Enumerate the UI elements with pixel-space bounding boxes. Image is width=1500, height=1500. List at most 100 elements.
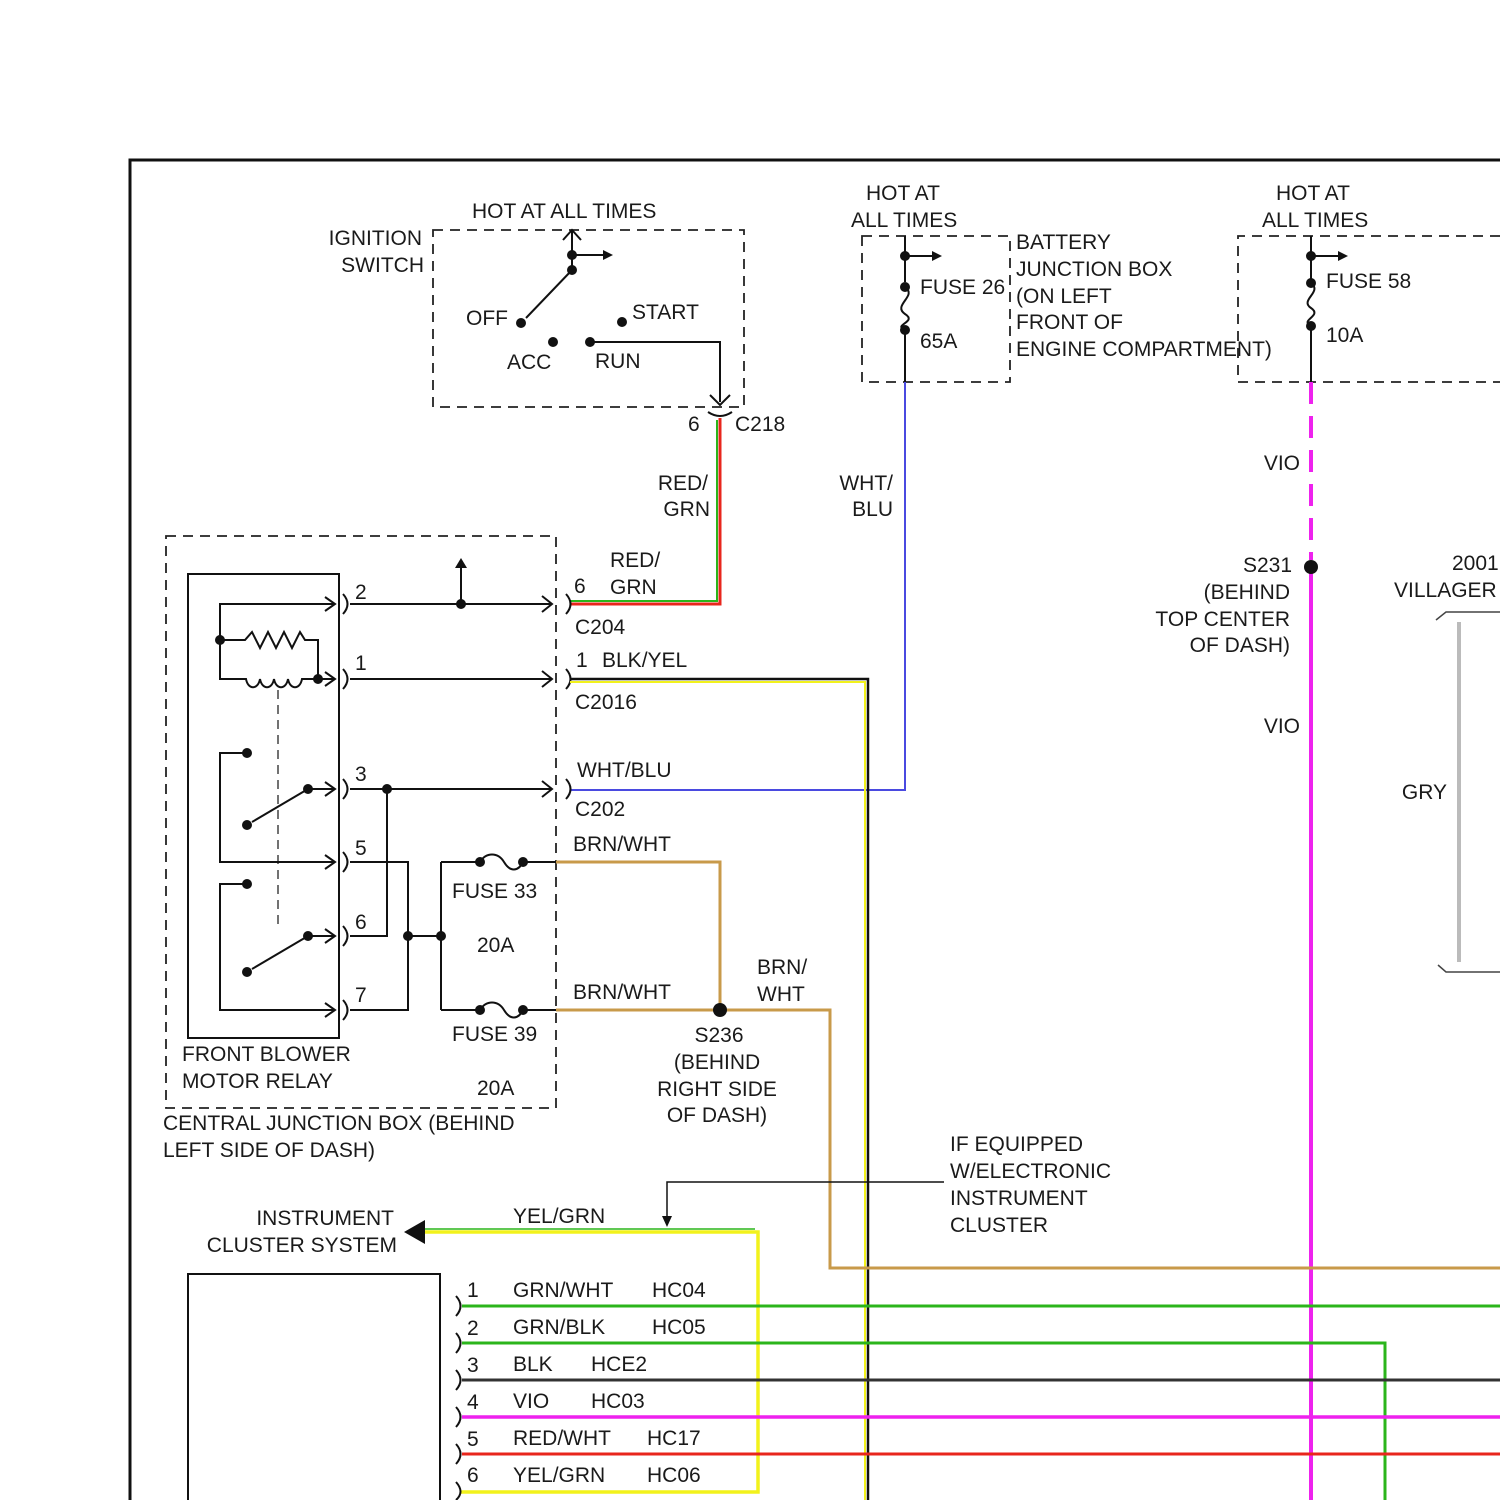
note-line2: W/ELECTRONIC: [950, 1160, 1111, 1183]
fuse58-amp: 10A: [1326, 324, 1363, 347]
bjb-name-line4: FRONT OF: [1016, 311, 1123, 334]
ignition-name-line2: SWITCH: [341, 254, 424, 277]
c202-wire: WHT/BLU: [577, 759, 672, 782]
bottom-connector-row-3: 3 BLK HCE2: [467, 1353, 647, 1377]
yel-grn-label: YEL/GRN: [513, 1205, 605, 1228]
wht-blu-label-1: WHT/: [839, 472, 893, 495]
relay-name-line2: MOTOR RELAY: [182, 1070, 333, 1093]
gry-label: GRY: [1402, 781, 1447, 804]
s231-loc-1: (BEHIND: [1204, 581, 1290, 604]
brn-wht-label-2: WHT: [757, 983, 805, 1006]
row-circuit: HC03: [591, 1390, 645, 1413]
s231-loc-2: TOP CENTER: [1155, 608, 1290, 631]
fuse58-symbol: [1306, 236, 1348, 382]
fuse39-amp: 20A: [477, 1077, 514, 1100]
ignition-start-label: START: [632, 301, 699, 324]
fuse26-amp: 65A: [920, 330, 957, 353]
bjb-hot-line2: ALL TIMES: [851, 209, 957, 232]
fuse58-hot-line2: ALL TIMES: [1262, 209, 1368, 232]
fuse33-amp: 20A: [477, 934, 514, 957]
fuse26-symbol: [900, 236, 942, 382]
ignition-off-label: OFF: [466, 307, 508, 330]
note-line1: IF EQUIPPED: [950, 1133, 1083, 1156]
fuse39-label: FUSE 39: [452, 1023, 537, 1046]
row-circuit: HC04: [652, 1279, 706, 1302]
row-wire: VIO: [513, 1390, 549, 1413]
cluster-line2: CLUSTER SYSTEM: [207, 1234, 397, 1257]
row-pin: 1: [467, 1279, 479, 1302]
bottom-connector-row-6: 6 YEL/GRN HC06: [467, 1464, 701, 1487]
row-circuit: HCE2: [591, 1353, 647, 1376]
cluster-arrow: [404, 1220, 425, 1244]
row-wire: GRN/BLK: [513, 1316, 605, 1339]
bjb-name-line1: BATTERY: [1016, 231, 1111, 254]
ignition-acc-label: ACC: [507, 351, 551, 374]
model-name: VILLAGER: [1394, 579, 1497, 602]
fuse58-box: [1238, 236, 1500, 382]
model-year: 2001: [1452, 552, 1499, 575]
c2016-label: C2016: [575, 691, 637, 714]
row-wire: RED/WHT: [513, 1427, 611, 1450]
c2016-pin: 1: [576, 649, 588, 672]
relay-name-line1: FRONT BLOWER: [182, 1043, 351, 1066]
ignition-name-line1: IGNITION: [329, 227, 422, 250]
row-circuit: HC17: [647, 1427, 701, 1450]
fuse58-label: FUSE 58: [1326, 270, 1411, 293]
bottom-module-box: [188, 1274, 440, 1500]
bottom-connector-brackets: [456, 1296, 461, 1500]
s231-splice: [1304, 560, 1318, 574]
bjb-name-line2: JUNCTION BOX: [1016, 258, 1172, 281]
note-line4: CLUSTER: [950, 1214, 1048, 1237]
row-circuit: HC06: [647, 1464, 701, 1487]
brn-wht-label-1: BRN/: [757, 956, 807, 979]
fuse58-hot-line1: HOT AT: [1276, 182, 1350, 205]
relay-pin-6: 6: [355, 911, 367, 934]
front-blower-relay-box: [188, 574, 339, 1038]
red-grn-label-2: GRN: [663, 498, 710, 521]
c2016-wire: BLK/YEL: [602, 649, 687, 672]
relay-pin-2: 2: [355, 581, 367, 604]
c202-label: C202: [575, 798, 625, 821]
s236-splice: [713, 1003, 727, 1017]
row-circuit: HC05: [652, 1316, 706, 1339]
bjb-name-line5: ENGINE COMPARTMENT): [1016, 338, 1272, 361]
s236-label: S236: [694, 1024, 743, 1047]
bjb-hot-line1: HOT AT: [866, 182, 940, 205]
c218-label: C218: [735, 413, 785, 436]
row-pin: 2: [467, 1317, 479, 1340]
cjb-name-line1: CENTRAL JUNCTION BOX (BEHIND: [163, 1112, 515, 1135]
relay-pin-3: 3: [355, 763, 367, 786]
fuse33-label: FUSE 33: [452, 880, 537, 903]
cjb-internal-wiring: [350, 558, 571, 1018]
cjb-name-line2: LEFT SIDE OF DASH): [163, 1139, 375, 1162]
wht-blu-label-2: BLU: [852, 498, 893, 521]
row-wire: YEL/GRN: [513, 1464, 605, 1487]
vio-label-2: VIO: [1264, 715, 1300, 738]
note-leader: [667, 1182, 944, 1220]
c204-wire-2: GRN: [610, 576, 657, 599]
fuse39-wire: BRN/WHT: [573, 981, 671, 1004]
bjb-name-line3: (ON LEFT: [1016, 285, 1112, 308]
bottom-connector-row-1: 1 GRN/WHT HC04: [467, 1279, 706, 1302]
row-pin: 3: [467, 1354, 479, 1377]
row-wire: GRN/WHT: [513, 1279, 613, 1302]
ignition-run-label: RUN: [595, 350, 641, 373]
c204-label: C204: [575, 616, 626, 639]
vio-label-1: VIO: [1264, 452, 1300, 475]
s236-loc-3: OF DASH): [667, 1104, 767, 1127]
model-bracket: [1436, 612, 1500, 620]
fuse26-label: FUSE 26: [920, 276, 1005, 299]
relay-pin-1: 1: [355, 652, 367, 675]
note-line3: INSTRUMENT: [950, 1187, 1088, 1210]
relay-pin-7: 7: [355, 984, 367, 1007]
c204-wire-1: RED/: [610, 549, 660, 572]
row-pin: 4: [467, 1391, 479, 1414]
bottom-connector-row-2: 2 GRN/BLK HC05: [467, 1316, 706, 1340]
ignition-hot-label: HOT AT ALL TIMES: [472, 200, 656, 223]
red-grn-label-1: RED/: [658, 472, 708, 495]
relay-pin-5: 5: [355, 837, 367, 860]
model-bracket-bottom: [1438, 965, 1500, 972]
s231-loc-3: OF DASH): [1190, 634, 1290, 657]
relay-connector-pins: [343, 594, 348, 1020]
